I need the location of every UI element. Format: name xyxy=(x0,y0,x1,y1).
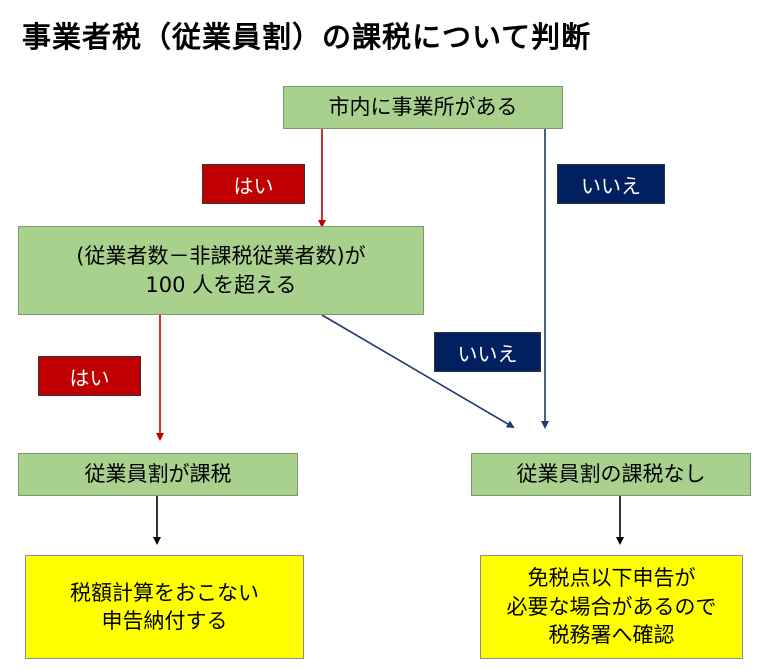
decision-employee-count: (従業者数－非課税従業者数)が 100 人を超える xyxy=(18,226,424,315)
yes-label-1: はい xyxy=(202,164,305,204)
result-not-taxed: 従業員割の課税なし xyxy=(471,453,751,496)
result-not-taxed-text: 従業員割の課税なし xyxy=(516,462,706,487)
decision-office-in-city-text: 市内に事業所がある xyxy=(328,95,518,120)
no-label-1: いいえ xyxy=(557,164,665,204)
decision-employee-count-line2: 100 人を超える xyxy=(145,272,297,297)
result-taxed-text: 従業員割が課税 xyxy=(84,462,232,487)
action-check-tax-office: 免税点以下申告が 必要な場合があるので 税務署へ確認 xyxy=(480,555,743,659)
yes-label-2-text: はい xyxy=(69,365,110,390)
decision-employee-count-line1: (従業者数－非課税従業者数)が xyxy=(76,244,366,269)
result-taxed: 従業員割が課税 xyxy=(18,453,298,496)
action-check-tax-office-line3: 税務署へ確認 xyxy=(548,623,675,648)
action-file-and-pay: 税額計算をおこない 申告納付する xyxy=(25,555,304,659)
no-label-2: いいえ xyxy=(434,332,541,372)
yes-label-2: はい xyxy=(38,356,141,396)
decision-office-in-city: 市内に事業所がある xyxy=(283,86,563,129)
no-label-2-text: いいえ xyxy=(457,341,518,366)
action-check-tax-office-line2: 必要な場合があるので xyxy=(506,594,717,619)
yes-label-1-text: はい xyxy=(233,173,274,198)
action-file-and-pay-line1: 税額計算をおこない xyxy=(70,580,259,605)
action-check-tax-office-line1: 免税点以下申告が xyxy=(527,566,696,591)
no-label-1-text: いいえ xyxy=(581,173,641,198)
page-title: 事業者税（従業員割）の課税について判断 xyxy=(22,20,592,54)
action-file-and-pay-line2: 申告納付する xyxy=(101,609,228,633)
arrow-q2-no xyxy=(321,314,515,429)
